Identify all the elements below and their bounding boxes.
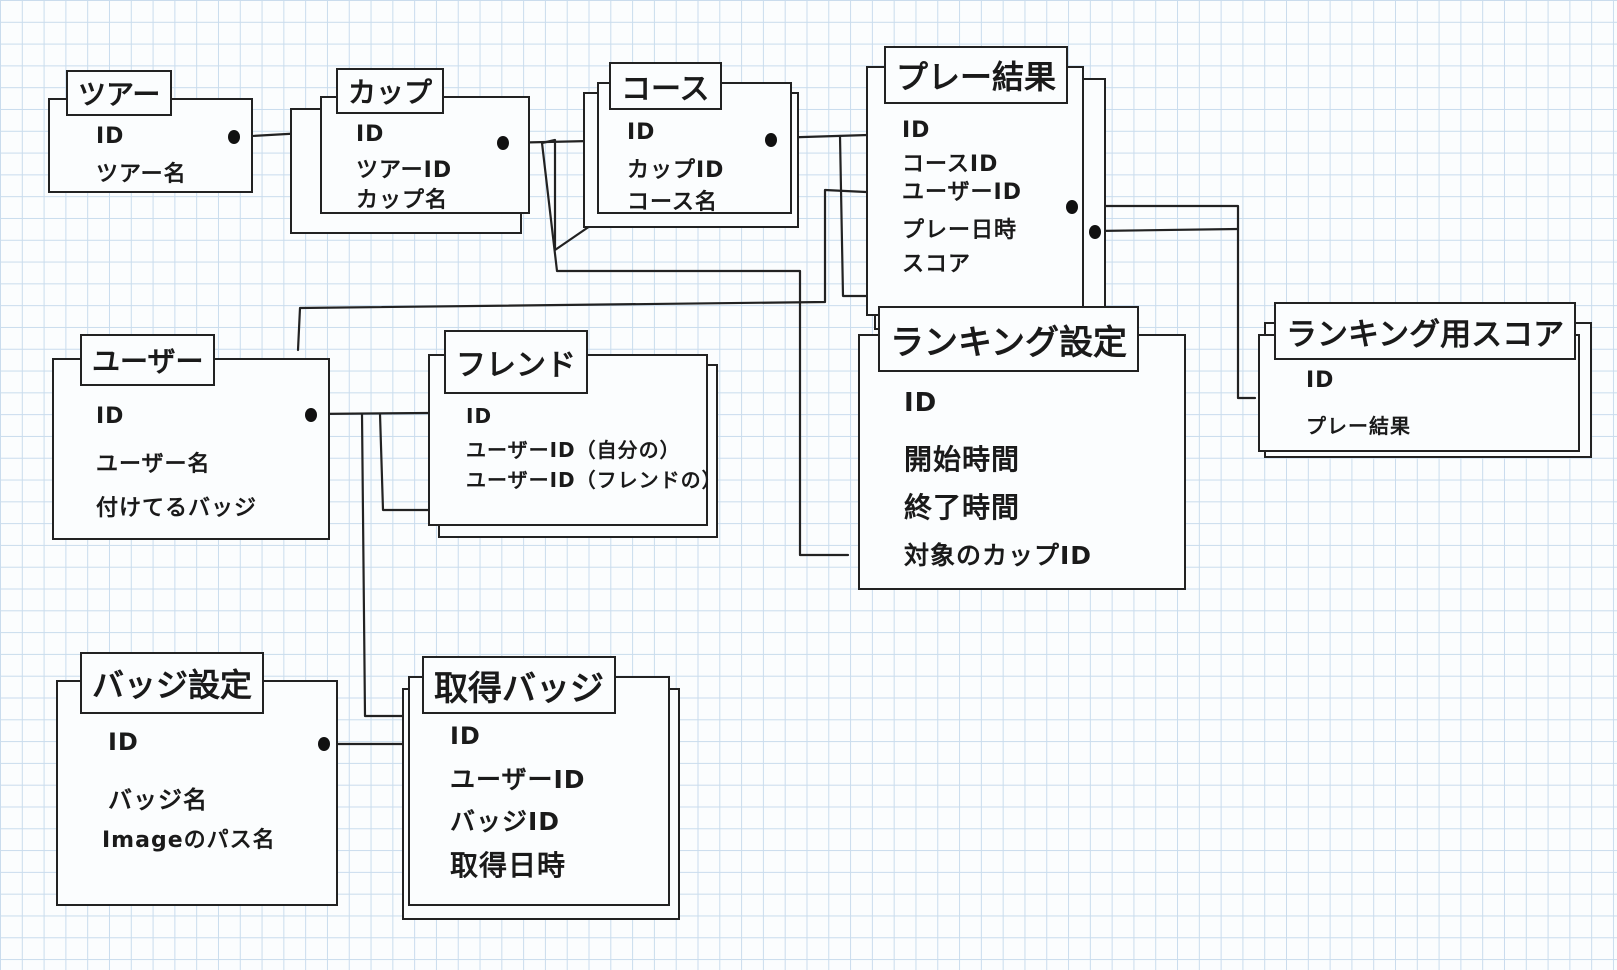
entity-title: カップ: [336, 68, 445, 114]
entity-title: 取得バッジ: [422, 656, 616, 714]
line-play-ranking-score-b: [1093, 227, 1240, 233]
entity-field: ID: [904, 388, 938, 418]
entity-field: 開始時間: [904, 443, 1021, 476]
relation-dot: [305, 408, 317, 422]
entity-field: バッジ名: [108, 786, 208, 814]
relation-dot: [318, 737, 330, 751]
entity-field: コース名: [627, 190, 718, 215]
entity-field: スコア: [902, 252, 972, 277]
line-play-ranking-score: [1070, 204, 1257, 400]
entity-field: プレー結果: [1306, 414, 1411, 438]
entity-field: ID: [902, 118, 931, 143]
entity-field: ユーザー名: [96, 452, 211, 477]
entity-title: ランキング設定: [878, 306, 1139, 372]
entity-title: バッジ設定: [80, 652, 265, 714]
line-user-friend-b: [378, 412, 434, 512]
relation-dot: [1089, 225, 1101, 239]
entity-field: カップID: [627, 158, 725, 183]
entity-field: ID: [627, 120, 656, 145]
line-user-badge: [360, 412, 420, 718]
entity-field: ID: [466, 404, 493, 428]
entity-field: ID: [450, 722, 481, 750]
relation-dot: [228, 130, 240, 144]
entity-field: プレー日時: [902, 218, 1018, 243]
entity-field: ID: [96, 124, 125, 149]
entity-field: ID: [356, 122, 385, 147]
entity-title: ランキング用スコア: [1274, 302, 1577, 360]
line-cup-ranking: [540, 141, 850, 557]
relation-dot: [497, 136, 509, 150]
entity-field: 対象のカップID: [904, 541, 1093, 570]
line-course-play-b: [838, 134, 868, 298]
line-user-play: [296, 188, 868, 352]
entity-field: カップ名: [356, 188, 449, 213]
relation-dot: [1066, 200, 1078, 214]
entity-title: プレー結果: [884, 46, 1069, 104]
entity-field: ID: [1306, 368, 1335, 393]
entity-field: ID: [96, 404, 125, 429]
entity-field: ツアー名: [96, 162, 187, 187]
entity-field: ID: [108, 728, 139, 756]
entity-field: 終了時間: [904, 491, 1021, 524]
entity-field: コースID: [902, 152, 999, 177]
entity-field: 付けてるバッジ: [96, 496, 258, 521]
entity-field: ユーザーID（自分の）: [466, 438, 681, 462]
entity-field: バッジID: [450, 807, 561, 836]
entity-field: 取得日時: [450, 849, 567, 882]
entity-field: ツアーID: [356, 158, 453, 183]
entity-field: Imageのパス名: [102, 828, 276, 853]
line-cup-course-b: [540, 138, 592, 252]
entity-title: コース: [609, 62, 722, 110]
entity-title: ツアー: [66, 70, 173, 116]
relation-dot: [765, 133, 777, 147]
line-user-friend: [310, 411, 430, 416]
entity-field: ユーザーID（フレンドの）: [466, 468, 723, 492]
entity-title: フレンド: [444, 330, 588, 394]
entity-field: ユーザーID: [902, 180, 1023, 205]
entity-field: ユーザーID: [450, 765, 586, 794]
entity-title: ユーザー: [80, 334, 216, 386]
